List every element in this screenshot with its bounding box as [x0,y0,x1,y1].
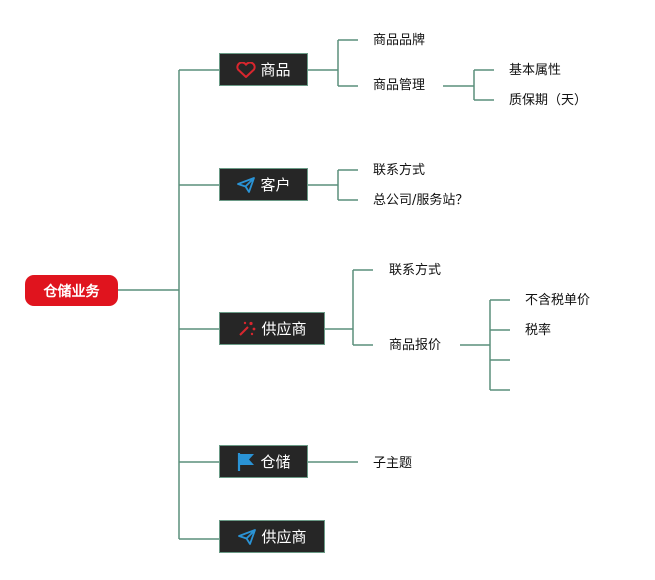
branch-supplier-label: 供应商 [261,320,307,338]
leaf-product-brand[interactable]: 商品品牌 [373,33,426,48]
leaf-tax-rate[interactable]: 税率 [525,323,552,338]
branch-supplier-2-label: 供应商 [261,528,307,546]
leaf-customer-hq-station[interactable]: 总公司/服务站？ [373,193,469,208]
branch-supplier-2[interactable]: 供应商 [219,520,325,553]
branch-warehouse[interactable]: 仓储 [219,445,308,478]
heart-icon [236,61,257,78]
leaf-supplier-contact[interactable]: 联系方式 [389,263,442,278]
paper-plane-icon [237,528,257,546]
leaf-subtopic[interactable]: 子主题 [373,456,413,471]
root-topic[interactable]: 仓储业务 [25,275,118,306]
leaf-product-quote[interactable]: 商品报价 [389,338,442,353]
leaf-warranty-days[interactable]: 质保期（天） [509,93,588,108]
leaf-basic-attributes[interactable]: 基本属性 [509,63,562,78]
branch-product-label: 商品 [260,61,291,79]
leaf-price-excl-tax[interactable]: 不含税单价 [525,293,591,308]
branch-supplier[interactable]: 供应商 [219,312,325,345]
paper-plane-icon [236,176,256,194]
branch-customer-label: 客户 [260,176,291,194]
flag-icon [236,452,256,472]
leaf-customer-contact[interactable]: 联系方式 [373,163,426,178]
root-topic-label: 仓储业务 [43,283,100,300]
magic-wand-icon [237,320,257,338]
branch-warehouse-label: 仓储 [260,453,291,471]
leaf-product-management[interactable]: 商品管理 [373,78,426,93]
branch-product[interactable]: 商品 [219,53,308,86]
branch-customer[interactable]: 客户 [219,168,308,201]
